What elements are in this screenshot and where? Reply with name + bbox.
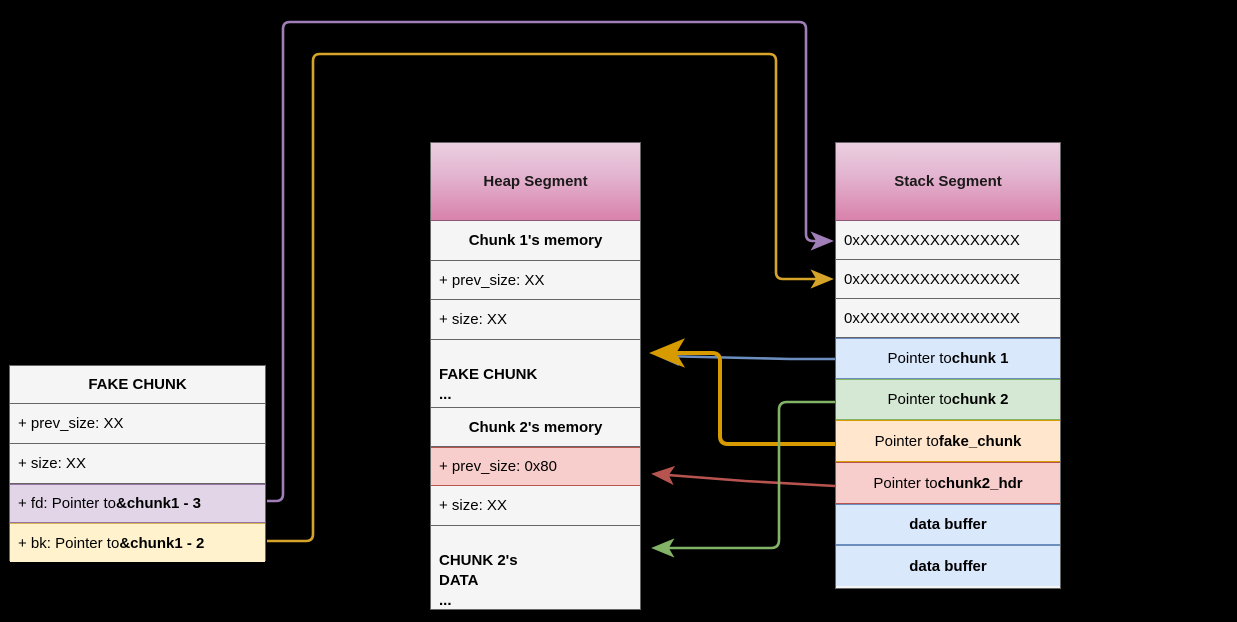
stack-row-address-1: 0xXXXXXXXXXXXXXXXX xyxy=(836,221,1060,260)
heap-chunk2-memory-label: Chunk 2's memory xyxy=(468,418,603,436)
stack-pointer-chunk2-hdr-label: Pointer to xyxy=(873,474,938,492)
heap-segment-box: Heap Segment Chunk 1's memory + prev_siz… xyxy=(430,142,641,610)
stack-address-3-label: 0xXXXXXXXXXXXXXXXX xyxy=(844,309,1020,327)
stack-pointer-fake-chunk-target: fake_chunk xyxy=(938,432,1022,450)
stack-row-address-3: 0xXXXXXXXXXXXXXXXX xyxy=(836,299,1060,338)
wire-chunk2-ptr-to-chunk2-data xyxy=(651,400,835,558)
stack-address-1-label: 0xXXXXXXXXXXXXXXXX xyxy=(844,231,1020,249)
stack-pointer-chunk2-hdr-target: chunk2_hdr xyxy=(937,474,1023,492)
stack-row-data-buffer-2: data buffer xyxy=(836,545,1060,586)
fake-chunk-row-size: + size: XX xyxy=(10,444,265,484)
fake-chunk-fd-target: &chunk1 - 3 xyxy=(115,495,202,512)
stack-pointer-chunk1-label: Pointer to xyxy=(887,350,952,367)
heap-chunk1-size-label: + size: XX xyxy=(439,311,507,328)
stack-row-pointer-to-chunk2-hdr: Pointer to chunk2_hdr xyxy=(836,462,1060,504)
fake-chunk-row-prev-size: + prev_size: XX xyxy=(10,404,265,444)
stack-row-address-2: 0xXXXXXXXXXXXXXXXX xyxy=(836,260,1060,299)
wire-chunk1-ptr-to-fake-chunk xyxy=(656,346,835,367)
fake-chunk-bk-target: &chunk1 - 2 xyxy=(119,534,205,552)
heap-chunk1-prev-size-label: + prev_size: XX xyxy=(439,271,545,289)
fake-chunk-bk-label: + bk: Pointer to xyxy=(18,534,120,552)
wire-fake-chunk-ptr-to-fake-chunk xyxy=(649,338,835,446)
stack-pointer-chunk2-label: Pointer to xyxy=(887,391,952,408)
fake-chunk-title: FAKE CHUNK xyxy=(10,366,265,404)
stack-address-2-label: 0xXXXXXXXXXXXXXXXX xyxy=(844,270,1020,288)
stack-data-buffer-1-label: data buffer xyxy=(909,516,987,533)
fake-chunk-size-label: + size: XX xyxy=(18,455,86,472)
stack-segment-title: Stack Segment xyxy=(836,143,1060,221)
stack-row-pointer-to-chunk1: Pointer to chunk 1 xyxy=(836,338,1060,379)
fake-chunk-prev-size-label: + prev_size: XX xyxy=(18,415,124,432)
stack-row-data-buffer-1: data buffer xyxy=(836,504,1060,545)
stack-segment-box: Stack Segment 0xXXXXXXXXXXXXXXXX 0xXXXXX… xyxy=(835,142,1061,589)
heap-row-chunk2-prev-size: + prev_size: 0x80 xyxy=(431,447,640,486)
heap-chunk2-prev-size-label: + prev_size: 0x80 xyxy=(439,458,557,475)
heap-fake-chunk-label: FAKE CHUNK ... ... xyxy=(439,366,538,407)
stack-pointer-chunk2-target: chunk 2 xyxy=(951,391,1009,408)
heap-row-chunk2-memory: Chunk 2's memory xyxy=(431,408,640,447)
heap-chunk1-memory-label: Chunk 1's memory xyxy=(468,232,603,249)
fake-chunk-fd-label: + fd: Pointer to xyxy=(18,495,116,512)
stack-row-pointer-to-chunk2: Pointer to chunk 2 xyxy=(836,379,1060,420)
heap-row-chunk1-memory: Chunk 1's memory xyxy=(431,221,640,261)
stack-row-pointer-to-fake-chunk: Pointer to fake_chunk xyxy=(836,420,1060,462)
heap-segment-title: Heap Segment xyxy=(431,143,640,221)
heap-row-chunk2-data: CHUNK 2's DATA ... xyxy=(431,526,640,605)
heap-row-chunk1-prev-size: + prev_size: XX xyxy=(431,261,640,300)
heap-chunk2-size-label: + size: XX xyxy=(439,497,507,514)
heap-chunk2-data-label: CHUNK 2's DATA ... xyxy=(439,552,518,605)
wire-chunk2-hdr-ptr-to-prev-size xyxy=(651,465,836,488)
heap-row-chunk2-size: + size: XX xyxy=(431,486,640,526)
stack-data-buffer-2-label: data buffer xyxy=(909,557,987,575)
fake-chunk-row-fd: + fd: Pointer to &chunk1 - 3 xyxy=(10,484,265,523)
fake-chunk-box: FAKE CHUNK + prev_size: XX + size: XX + … xyxy=(9,365,266,562)
stack-pointer-chunk1-target: chunk 1 xyxy=(951,350,1009,367)
fake-chunk-row-bk: + bk: Pointer to &chunk1 - 2 xyxy=(10,523,265,562)
heap-row-fake-chunk: FAKE CHUNK ... ... xyxy=(431,340,640,408)
stack-pointer-fake-chunk-label: Pointer to xyxy=(874,432,939,450)
heap-row-chunk1-size: + size: XX xyxy=(431,300,640,340)
